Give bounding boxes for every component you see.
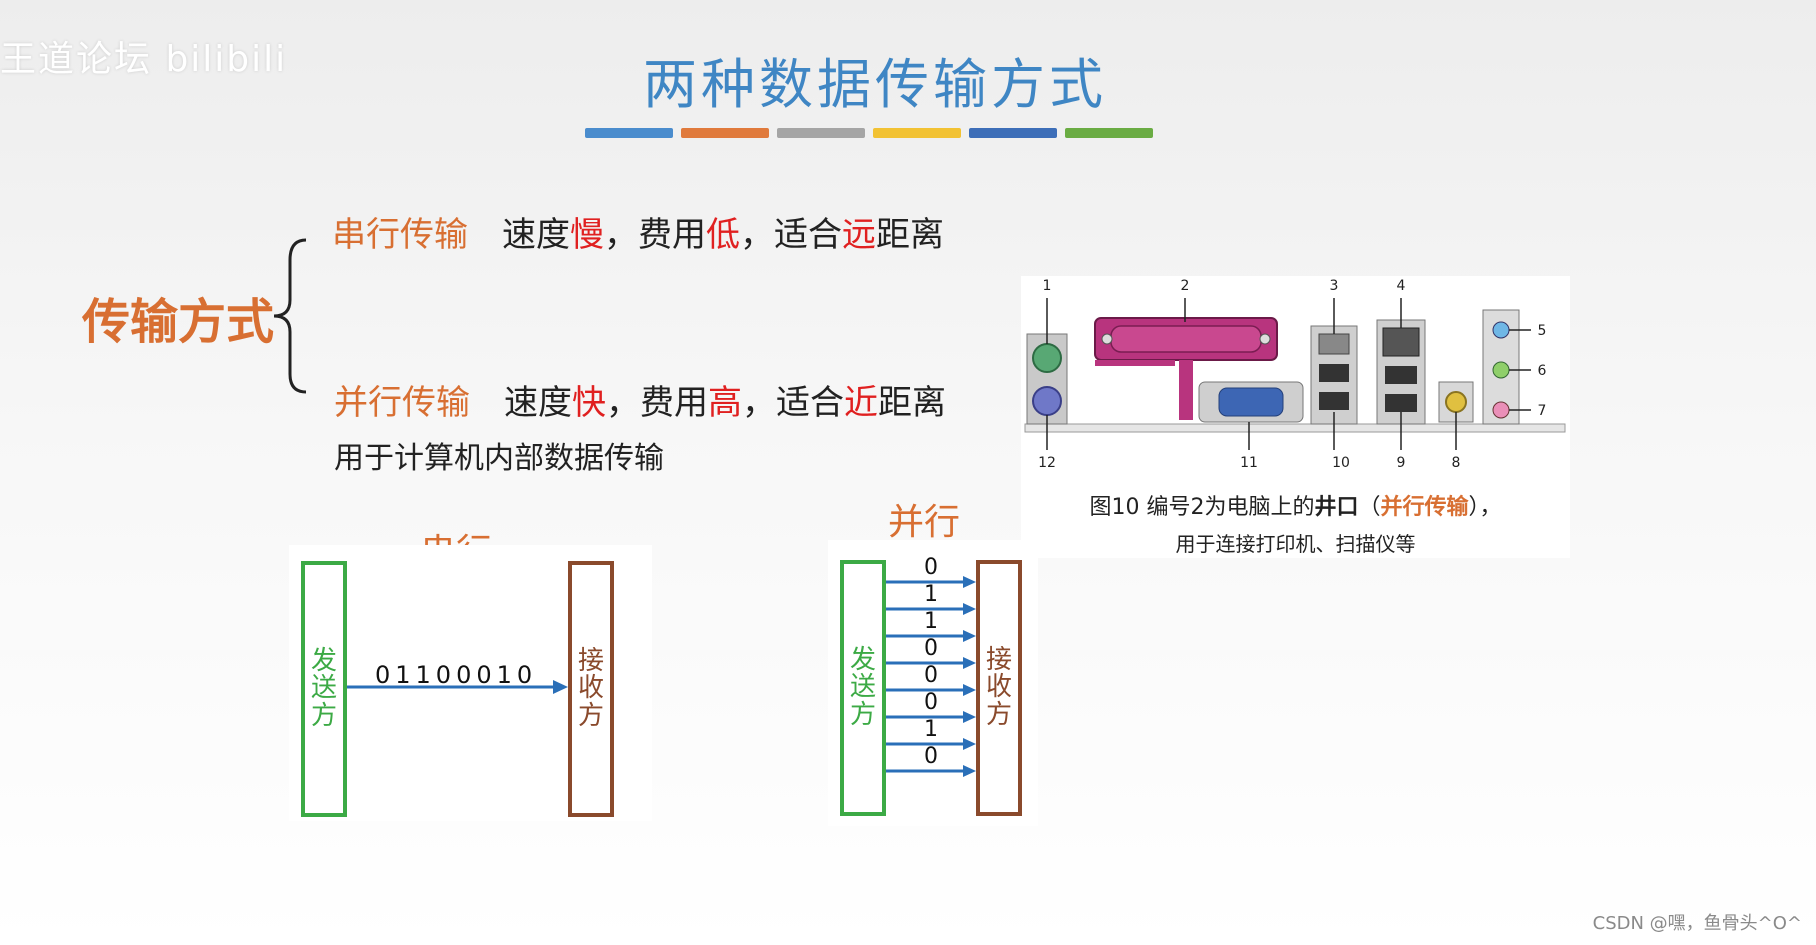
port-number: 11 [1240, 455, 1258, 471]
parallel-arrow-head [963, 684, 976, 696]
parallel-arrow-head [963, 738, 976, 750]
serial-name: 串行传输 [332, 215, 468, 255]
serial-highlight-1: 慢 [570, 215, 604, 255]
title-color-bars [585, 128, 1153, 138]
sender-char: 发 [849, 645, 876, 676]
parallel-name: 并行传输 [334, 383, 470, 423]
port-number: 6 [1538, 363, 1547, 379]
transmission-mode-label: 传输方式 [82, 294, 275, 350]
serial-receiver-box: 接 收 方 [568, 561, 614, 817]
serial-highlight-2: 低 [706, 215, 740, 255]
port-number: 8 [1452, 455, 1461, 471]
caption-part: 井口 [1314, 495, 1359, 520]
curly-brace [273, 238, 307, 394]
parallel-text-1: 速度 [504, 383, 572, 423]
sender-char: 方 [849, 699, 876, 730]
serial-arrow [347, 680, 568, 694]
serial-diagram: 发 送 方 接 收 方 01100010 [289, 545, 652, 821]
port-number: 4 [1397, 278, 1406, 294]
serial-text-1: 速度 [502, 215, 570, 255]
serial-text-2: ，费用 [604, 215, 706, 255]
footer-credit: CSDN @嘿，鱼骨头^O^ [1592, 913, 1802, 934]
parallel-highlight-3: 近 [844, 383, 878, 423]
serial-description: 串行传输速度慢，费用低，适合远距离 [332, 207, 944, 256]
parallel-arrow-head [963, 765, 976, 777]
parallel-bit-label: 1 [924, 717, 938, 742]
watermark: 王道论坛 bilibili [0, 39, 288, 80]
serial-bitstring: 01100010 [375, 661, 538, 689]
parallel-arrow-head [963, 576, 976, 588]
sender-char: 发 [310, 646, 337, 677]
color-bar [969, 128, 1057, 138]
page-title: 两种数据传输方式 [643, 53, 1107, 116]
parallel-bit-label: 0 [924, 663, 938, 688]
receiver-char: 方 [577, 700, 604, 731]
receiver-char: 方 [985, 699, 1012, 730]
parallel-arrow-head [963, 657, 976, 669]
receiver-char: 接 [577, 646, 604, 677]
color-bar [585, 128, 673, 138]
port-number: 12 [1038, 455, 1056, 471]
serial-highlight-3: 远 [842, 215, 876, 255]
parallel-bit-label: 0 [924, 690, 938, 715]
port-number: 3 [1330, 278, 1339, 294]
port-number: 1 [1043, 278, 1052, 294]
caption-part: 图10 编号2为电脑上的 [1089, 495, 1315, 520]
caption-part: （ [1358, 495, 1381, 520]
port-number: 2 [1181, 278, 1190, 294]
parallel-highlight-2: 高 [708, 383, 742, 423]
parallel-usage-note: 用于计算机内部数据传输 [334, 441, 664, 476]
color-bar [873, 128, 961, 138]
caption-part: 并行传输 [1380, 495, 1469, 520]
sender-char: 方 [310, 700, 337, 731]
parallel-bit-label: 0 [924, 744, 938, 769]
port-number: 5 [1538, 323, 1547, 339]
port-panel-illustration: 1 2 3 4 5 6 7 8 9 10 11 12 [1024, 278, 1566, 471]
parallel-arrow-head [963, 711, 976, 723]
serial-text-3: ，适合 [740, 215, 842, 255]
caption-part: ）， [1468, 495, 1502, 520]
port-number: 9 [1397, 455, 1406, 471]
color-bar [1065, 128, 1153, 138]
port-panel-figure: 1 2 3 4 5 6 7 8 9 10 11 12 图10 编号2为电脑上的井… [1021, 276, 1570, 558]
parallel-bit-label: 0 [924, 636, 938, 661]
receiver-char: 收 [577, 673, 604, 704]
parallel-diagram-title: 并行 [888, 502, 961, 543]
serial-sender-box: 发 送 方 [301, 561, 347, 817]
receiver-char: 接 [985, 645, 1012, 676]
parallel-bit-label: 1 [924, 609, 938, 634]
parallel-text-3: ，适合 [742, 383, 844, 423]
parallel-arrow-head [963, 630, 976, 642]
parallel-arrows [886, 576, 976, 777]
serial-text-4: 距离 [876, 215, 944, 255]
parallel-text-2: ，费用 [606, 383, 708, 423]
sender-char: 送 [849, 672, 876, 703]
parallel-text-4: 距离 [878, 383, 946, 423]
parallel-bit-label: 0 [924, 555, 938, 580]
figure-caption: 图10 编号2为电脑上的井口（并行传输）， [1021, 489, 1570, 521]
parallel-highlight-1: 快 [572, 383, 606, 423]
sender-char: 送 [310, 673, 337, 704]
receiver-char: 收 [985, 672, 1012, 703]
parallel-bit-label: 1 [924, 582, 938, 607]
port-number: 7 [1538, 403, 1547, 419]
parallel-arrow-head [963, 603, 976, 615]
parallel-description: 并行传输速度快，费用高，适合近距离 [334, 375, 946, 424]
figure-caption-line-2: 用于连接打印机、扫描仪等 [1175, 532, 1416, 556]
parallel-receiver-box: 接 收 方 [976, 560, 1022, 816]
parallel-sender-box: 发 送 方 [840, 560, 886, 816]
color-bar [777, 128, 865, 138]
port-number: 10 [1332, 455, 1350, 471]
color-bar [681, 128, 769, 138]
